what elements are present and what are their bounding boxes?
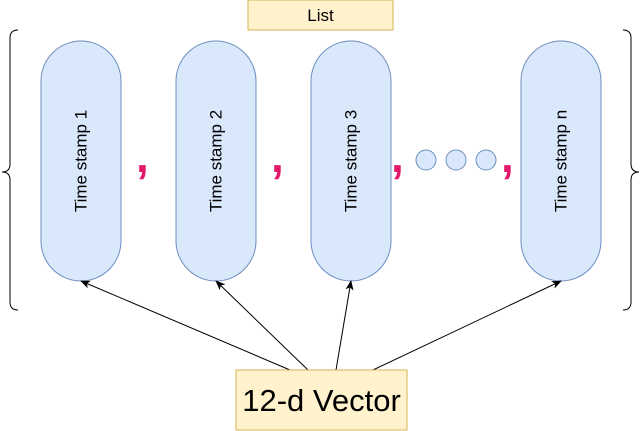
arrow-to-pill-1 [80, 280, 291, 371]
ellipsis-dot-3 [475, 149, 497, 171]
timestamp-label-3: Time stamp 3 [342, 110, 361, 212]
vector-label: 12-d Vector [242, 383, 401, 418]
timestamp-pill-1: Time stamp 1 [40, 40, 122, 282]
list-title: List [307, 6, 334, 25]
separator-comma-2: , [271, 130, 284, 182]
timestamp-pill-n: Time stamp n [520, 40, 602, 282]
separator-comma-4: , [501, 130, 514, 182]
left-brace [1, 29, 19, 311]
timestamp-pill-2: Time stamp 2 [175, 40, 257, 282]
vector-box: 12-d Vector [235, 369, 408, 431]
arrow-to-pill-n [372, 280, 562, 371]
timestamp-label-2: Time stamp 2 [207, 110, 226, 212]
separator-comma-1: , [136, 130, 149, 182]
ellipsis-dot-2 [445, 149, 467, 171]
ellipsis-dot-1 [415, 149, 437, 171]
arrow-to-pill-3 [335, 280, 354, 371]
right-brace [622, 29, 640, 311]
timestamp-label-1: Time stamp 1 [72, 110, 91, 212]
timestamp-pill-3: Time stamp 3 [310, 40, 392, 282]
arrow-to-pill-2 [215, 280, 309, 371]
separator-comma-3: , [391, 130, 404, 182]
timestamp-label-n: Time stamp n [552, 110, 571, 212]
list-title-box: List [247, 0, 394, 31]
